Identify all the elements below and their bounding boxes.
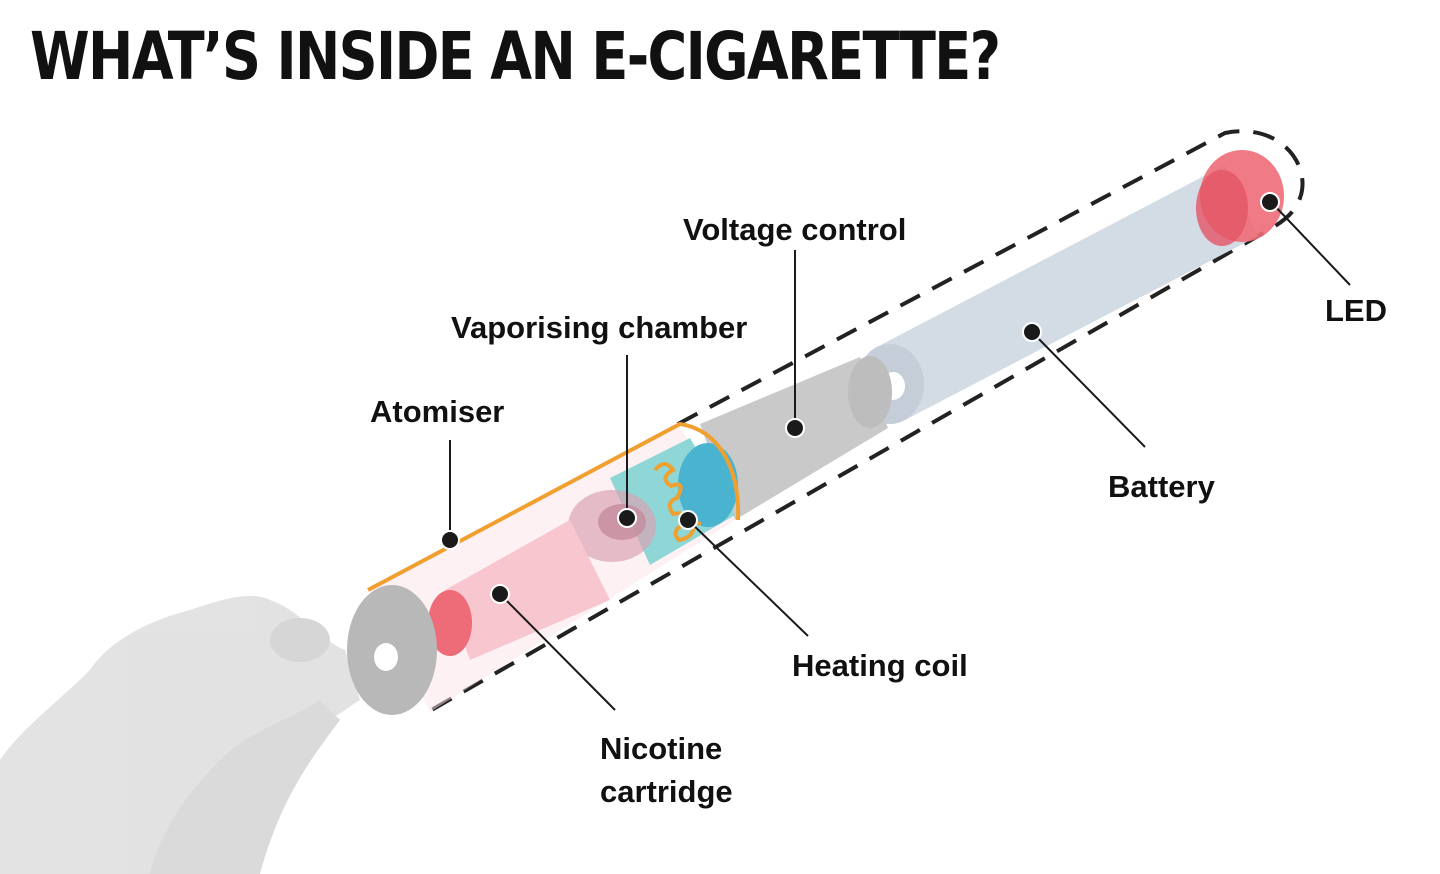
label-nicotine-cartridge-line1: Nicotine — [600, 731, 722, 766]
heating-coil-spring — [653, 462, 702, 543]
label-led: LED — [1325, 293, 1387, 328]
led-marker — [1260, 192, 1280, 212]
atomiser-marker — [440, 530, 460, 550]
smoke-cloud — [0, 595, 360, 874]
led-cap — [1196, 150, 1284, 246]
label-vaporising-chamber: Vaporising chamber — [451, 310, 747, 345]
label-battery: Battery — [1108, 469, 1216, 504]
atomiser-outline — [367, 421, 741, 592]
heating-coil-marker — [678, 510, 698, 530]
nicotine-cartridge-marker — [490, 584, 510, 604]
label-heating-coil: Heating coil — [792, 648, 968, 683]
leaders — [440, 192, 1351, 711]
atomiser-section — [347, 421, 741, 715]
voltage-control-body — [700, 356, 892, 520]
label-voltage-control: Voltage control — [683, 212, 906, 247]
label-atomiser: Atomiser — [370, 394, 504, 429]
device-outline — [427, 129, 1305, 714]
voltage-control-marker — [785, 418, 805, 438]
page-title: WHAT’S INSIDE AN E-CIGARETTE? — [30, 18, 1001, 95]
label-nicotine-cartridge-line2: cartridge — [600, 774, 733, 809]
battery-marker — [1022, 322, 1042, 342]
vaporising-chamber-marker — [617, 508, 637, 528]
